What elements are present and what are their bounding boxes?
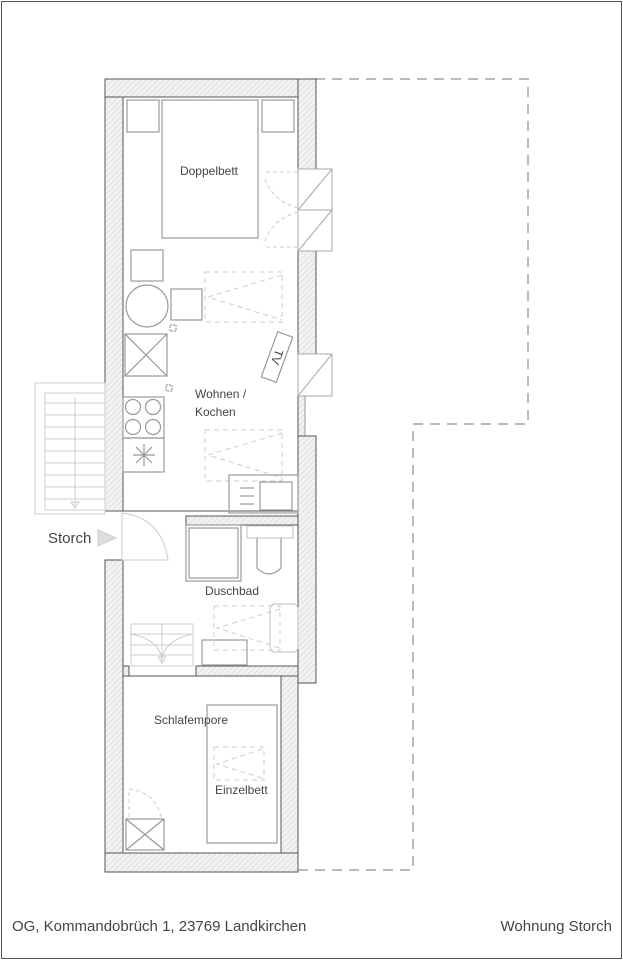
entrance-label: Storch — [48, 530, 91, 547]
nightstand-right — [261, 99, 295, 133]
room-label-double-bed: Doppelbett — [180, 164, 239, 178]
toilet — [256, 538, 282, 575]
single-bed — [206, 704, 278, 844]
round-table — [125, 284, 169, 328]
kitchen-cabinet — [124, 333, 173, 392]
staircase-exterior — [34, 382, 106, 515]
entrance-door — [121, 512, 169, 561]
kitchen-sink-unit — [122, 437, 165, 473]
room-label-sleeping-loft: Schlafempore — [154, 713, 228, 727]
counter-sink — [228, 474, 299, 514]
bathroom-fixtures — [185, 524, 299, 666]
windows — [297, 168, 333, 397]
toilet-tank — [246, 525, 294, 539]
terrace-outline — [298, 78, 529, 871]
footer-apartment-name: Wohnung Storch — [500, 918, 612, 935]
room-label-bathroom: Duschbad — [205, 584, 259, 598]
stove — [122, 396, 165, 439]
loft-stairs — [130, 623, 194, 667]
loft-cabinet — [125, 818, 165, 851]
entrance-arrow-icon — [97, 529, 118, 547]
shower-tray — [185, 524, 242, 582]
tv: TV — [260, 330, 294, 384]
washbasin — [269, 603, 299, 653]
room-label-living-line1: Wohnen / — [195, 387, 247, 401]
window-swings — [263, 171, 299, 248]
dining-set — [125, 249, 203, 332]
chair — [170, 288, 203, 321]
footer-address: OG, Kommandobrüch 1, 23769 Landkirchen — [12, 918, 307, 935]
bath-cabinet — [201, 639, 248, 666]
room-label-single-bed: Einzelbett — [215, 783, 268, 797]
sleeping-loft-room — [122, 675, 282, 854]
tv-label: TV — [268, 347, 286, 366]
nightstand-left — [126, 99, 160, 133]
double-bed — [126, 99, 295, 239]
walls — [104, 78, 317, 873]
loft-cabinet-swing — [128, 788, 162, 818]
dashed-furniture — [204, 271, 283, 781]
room-label-living-line2: Kochen — [195, 405, 236, 419]
